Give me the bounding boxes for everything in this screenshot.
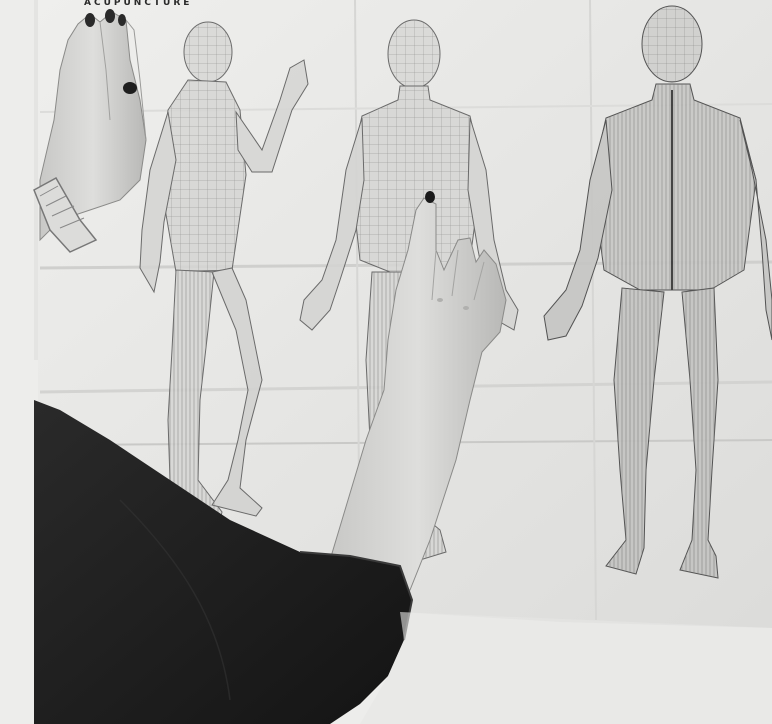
- fingernail: [425, 191, 435, 203]
- poster-caption: ACUPUNCTURE: [84, 0, 192, 8]
- ring: [123, 82, 137, 94]
